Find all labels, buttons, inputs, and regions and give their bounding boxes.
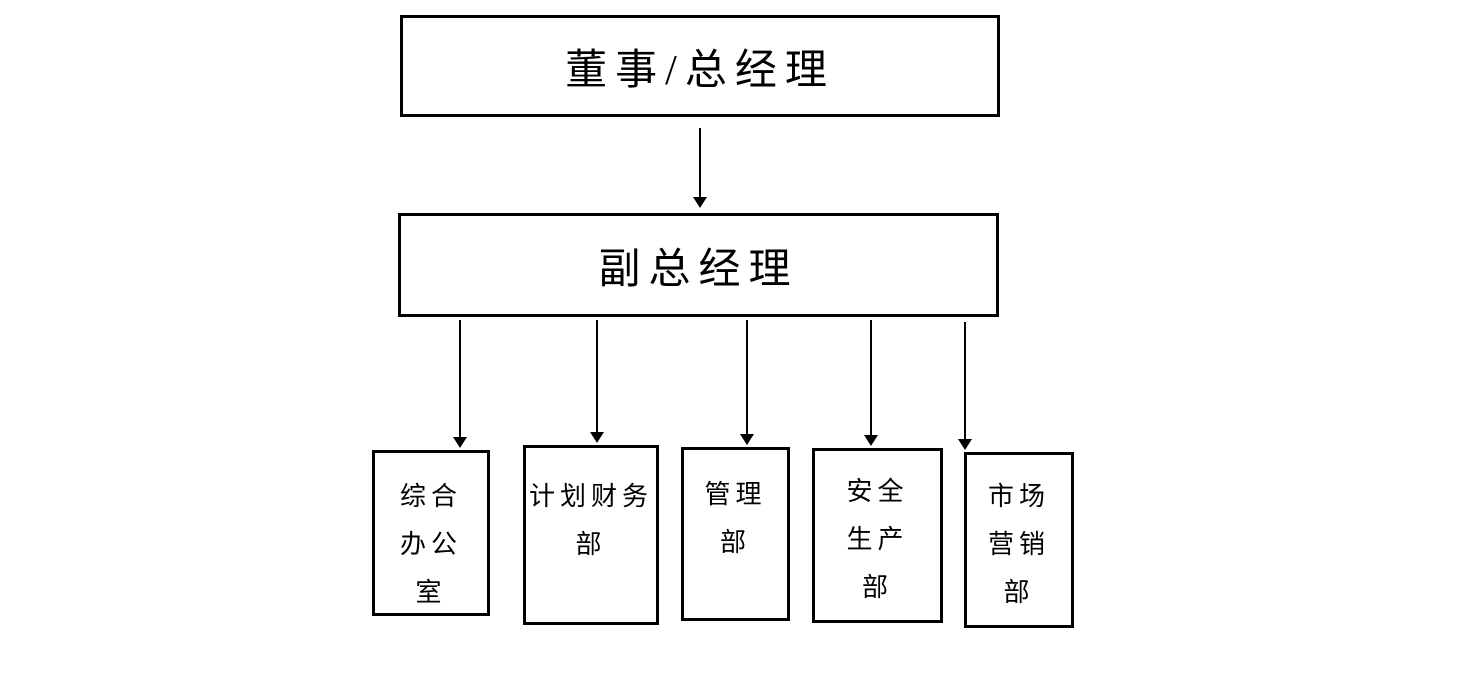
node-management-dept: 管理 部 xyxy=(681,447,790,621)
dept-label-line: 室 xyxy=(415,578,447,607)
arrow-deputy-to-general-office xyxy=(453,320,467,448)
node-director-label: 董事/总经理 xyxy=(565,47,835,94)
dept-label-line: 部 xyxy=(861,573,893,602)
dept-label-line: 安全 xyxy=(846,477,909,506)
node-planning-finance-dept: 计划财务 部 xyxy=(523,445,659,625)
dept-label-line: 部 xyxy=(575,530,607,559)
dept-label-line: 管理 xyxy=(704,480,767,509)
node-director-general-manager: 董事/总经理 xyxy=(400,15,1000,117)
dept-label-line: 部 xyxy=(719,528,751,557)
arrow-deputy-to-safety-production xyxy=(864,320,878,446)
dept-label-line: 办公 xyxy=(399,530,462,559)
dept-label-line: 营销 xyxy=(987,530,1050,559)
node-marketing-dept: 市场 营销 部 xyxy=(964,452,1074,628)
dept-label-line: 部 xyxy=(1003,578,1035,607)
dept-label-line: 生产 xyxy=(846,525,909,554)
arrow-deputy-to-marketing xyxy=(958,322,972,450)
dept-label-line: 市场 xyxy=(987,482,1050,511)
dept-label-line: 计划财务 xyxy=(528,482,653,511)
node-deputy-general-manager: 副总经理 xyxy=(398,213,999,317)
arrow-deputy-to-management xyxy=(740,320,754,445)
dept-label-line: 综合 xyxy=(399,482,462,511)
node-general-office: 综合 办公 室 xyxy=(372,450,490,616)
node-safety-production-dept: 安全 生产 部 xyxy=(812,448,943,623)
arrow-deputy-to-planning-finance xyxy=(590,320,604,443)
node-deputy-label: 副总经理 xyxy=(598,246,799,293)
arrow-director-to-deputy xyxy=(693,128,707,208)
